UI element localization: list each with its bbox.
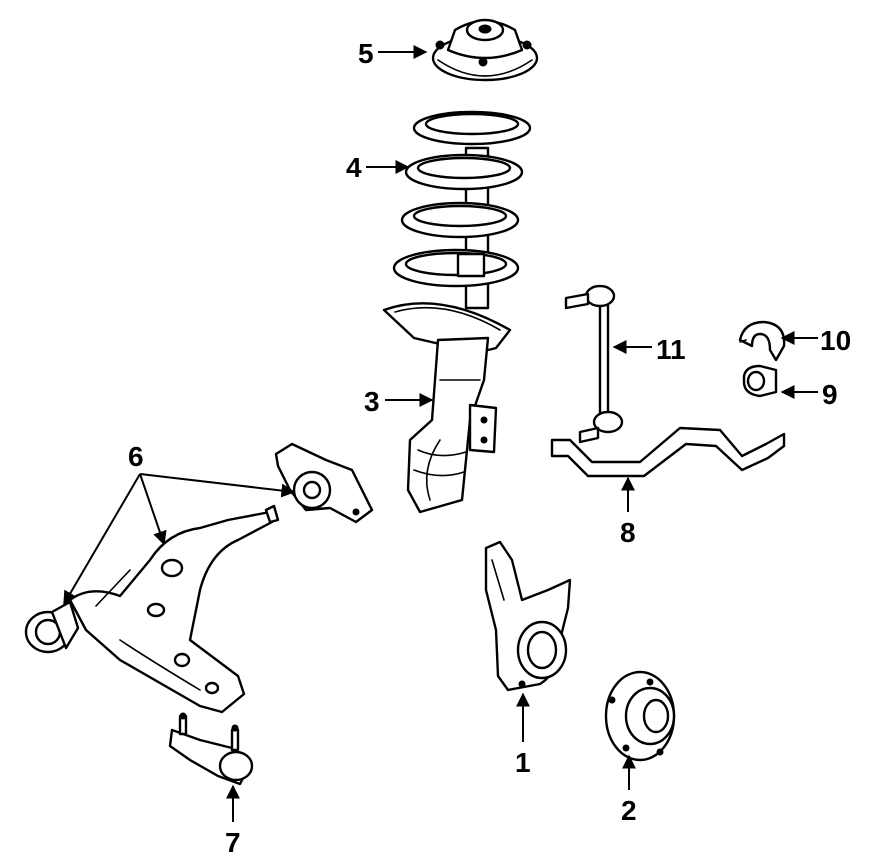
- callout-labels: 5 4 3 11 10 9 8 6 1 2 7: [128, 38, 851, 858]
- callout-11: 11: [656, 334, 686, 365]
- steering-knuckle: [484, 540, 572, 692]
- callout-1: 1: [515, 747, 531, 778]
- leader-6c: [139, 473, 296, 498]
- rear-control-arm-bushing: [274, 442, 374, 524]
- callout-2: 2: [621, 795, 637, 826]
- callout-8: 8: [620, 517, 636, 548]
- callout-6: 6: [128, 441, 144, 472]
- ball-joint: [168, 712, 254, 786]
- callout-5: 5: [358, 38, 374, 69]
- lower-control-arm: [68, 504, 280, 714]
- coil-spring: [392, 110, 532, 310]
- leader-lines: [63, 45, 818, 822]
- leader-6a: [63, 473, 141, 606]
- callout-9: 9: [822, 379, 838, 410]
- strut-mount: [431, 18, 539, 82]
- hub-bearing: [604, 670, 676, 762]
- stabilizer-bar: [550, 426, 786, 478]
- callout-7: 7: [225, 827, 241, 858]
- leader-6b: [139, 473, 167, 546]
- front-control-arm-bushing: [24, 600, 80, 654]
- strut-assembly: [382, 302, 512, 514]
- callout-4: 4: [346, 152, 362, 183]
- stabilizer-bushing: [742, 364, 778, 398]
- stabilizer-bushing-bracket: [738, 320, 786, 362]
- callout-3: 3: [364, 386, 380, 417]
- stabilizer-link: [564, 284, 624, 444]
- callout-10: 10: [820, 325, 851, 356]
